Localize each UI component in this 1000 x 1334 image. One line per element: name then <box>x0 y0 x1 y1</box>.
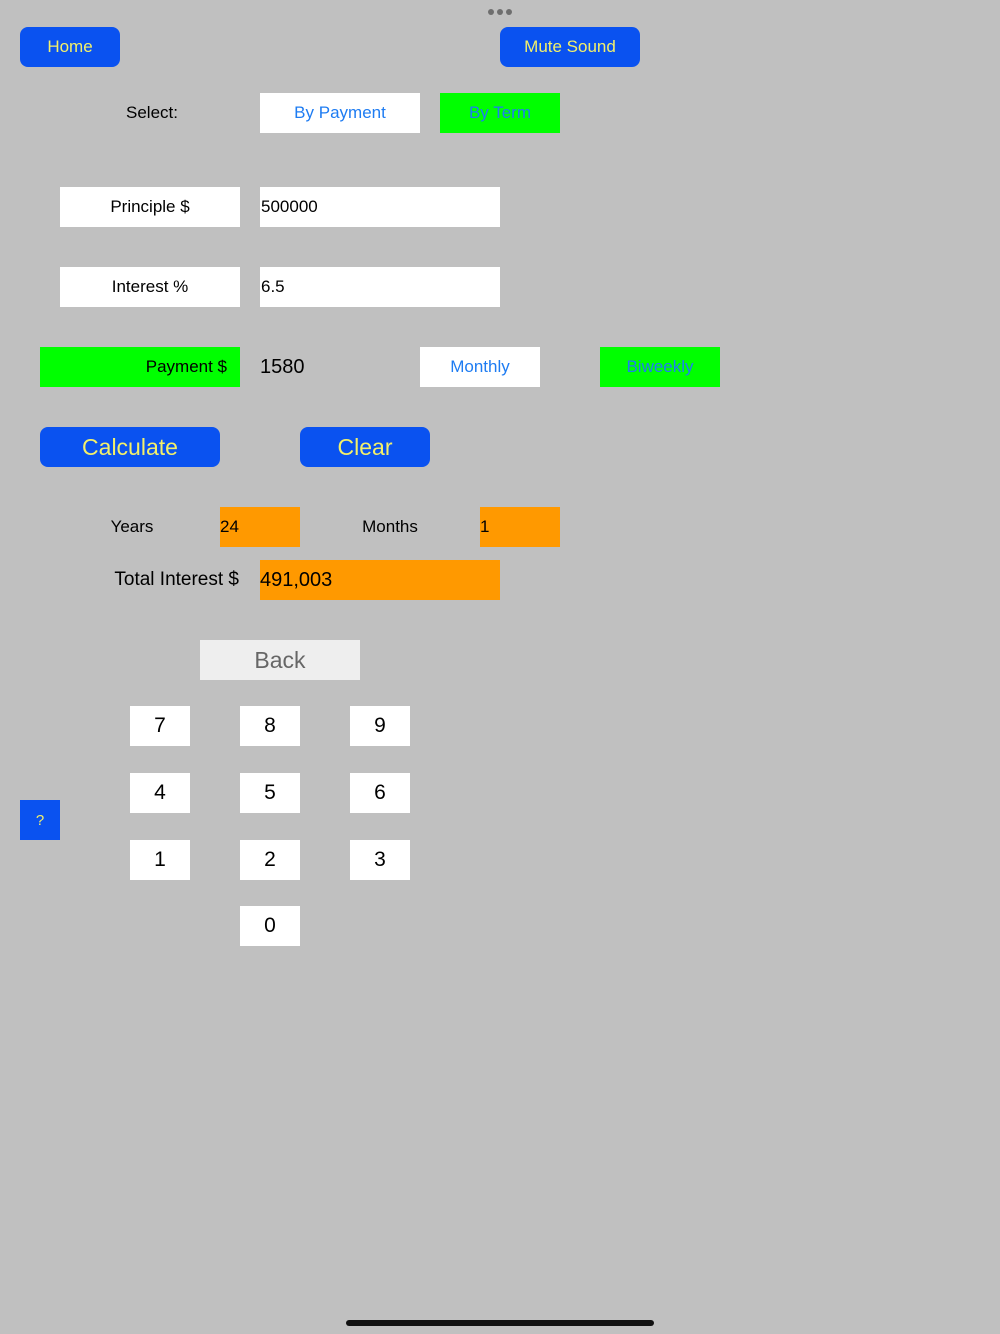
multitasking-dots-icon[interactable] <box>488 9 512 15</box>
home-button[interactable]: Home <box>20 27 120 67</box>
years-value: 24 <box>220 507 300 547</box>
monthly-button[interactable]: Monthly <box>420 347 540 387</box>
keypad-key-4[interactable]: 4 <box>130 773 190 813</box>
clear-button[interactable]: Clear <box>300 427 430 467</box>
months-value: 1 <box>480 507 560 547</box>
total-interest-label: Total Interest $ <box>114 569 239 590</box>
mute-sound-button[interactable]: Mute Sound <box>500 27 640 67</box>
keypad-key-8[interactable]: 8 <box>240 706 300 746</box>
help-button[interactable]: ? <box>20 800 60 840</box>
keypad-key-0[interactable]: 0 <box>240 906 300 946</box>
months-label: Months <box>362 517 418 536</box>
by-term-button[interactable]: By Term <box>440 93 560 133</box>
payment-button[interactable]: Payment $ <box>40 347 240 387</box>
keypad-key-5[interactable]: 5 <box>240 773 300 813</box>
total-interest-value: 491,003 <box>260 560 500 600</box>
keypad-key-1[interactable]: 1 <box>130 840 190 880</box>
interest-label: Interest % <box>60 267 240 307</box>
home-indicator-bar[interactable] <box>346 1320 654 1326</box>
calculate-button[interactable]: Calculate <box>40 427 220 467</box>
years-label: Years <box>110 517 154 536</box>
principle-label: Principle $ <box>60 187 240 227</box>
interest-input[interactable]: 6.5 <box>260 267 500 307</box>
principle-input[interactable]: 500000 <box>260 187 500 227</box>
keypad-key-9[interactable]: 9 <box>350 706 410 746</box>
select-label: Select: <box>126 103 178 122</box>
by-payment-button[interactable]: By Payment <box>260 93 420 133</box>
keypad-key-7[interactable]: 7 <box>130 706 190 746</box>
biweekly-button[interactable]: Biweekly <box>600 347 720 387</box>
payment-value: 1580 <box>260 355 305 378</box>
keypad-key-6[interactable]: 6 <box>350 773 410 813</box>
keypad-key-2[interactable]: 2 <box>240 840 300 880</box>
back-button[interactable]: Back <box>200 640 360 680</box>
keypad-key-3[interactable]: 3 <box>350 840 410 880</box>
